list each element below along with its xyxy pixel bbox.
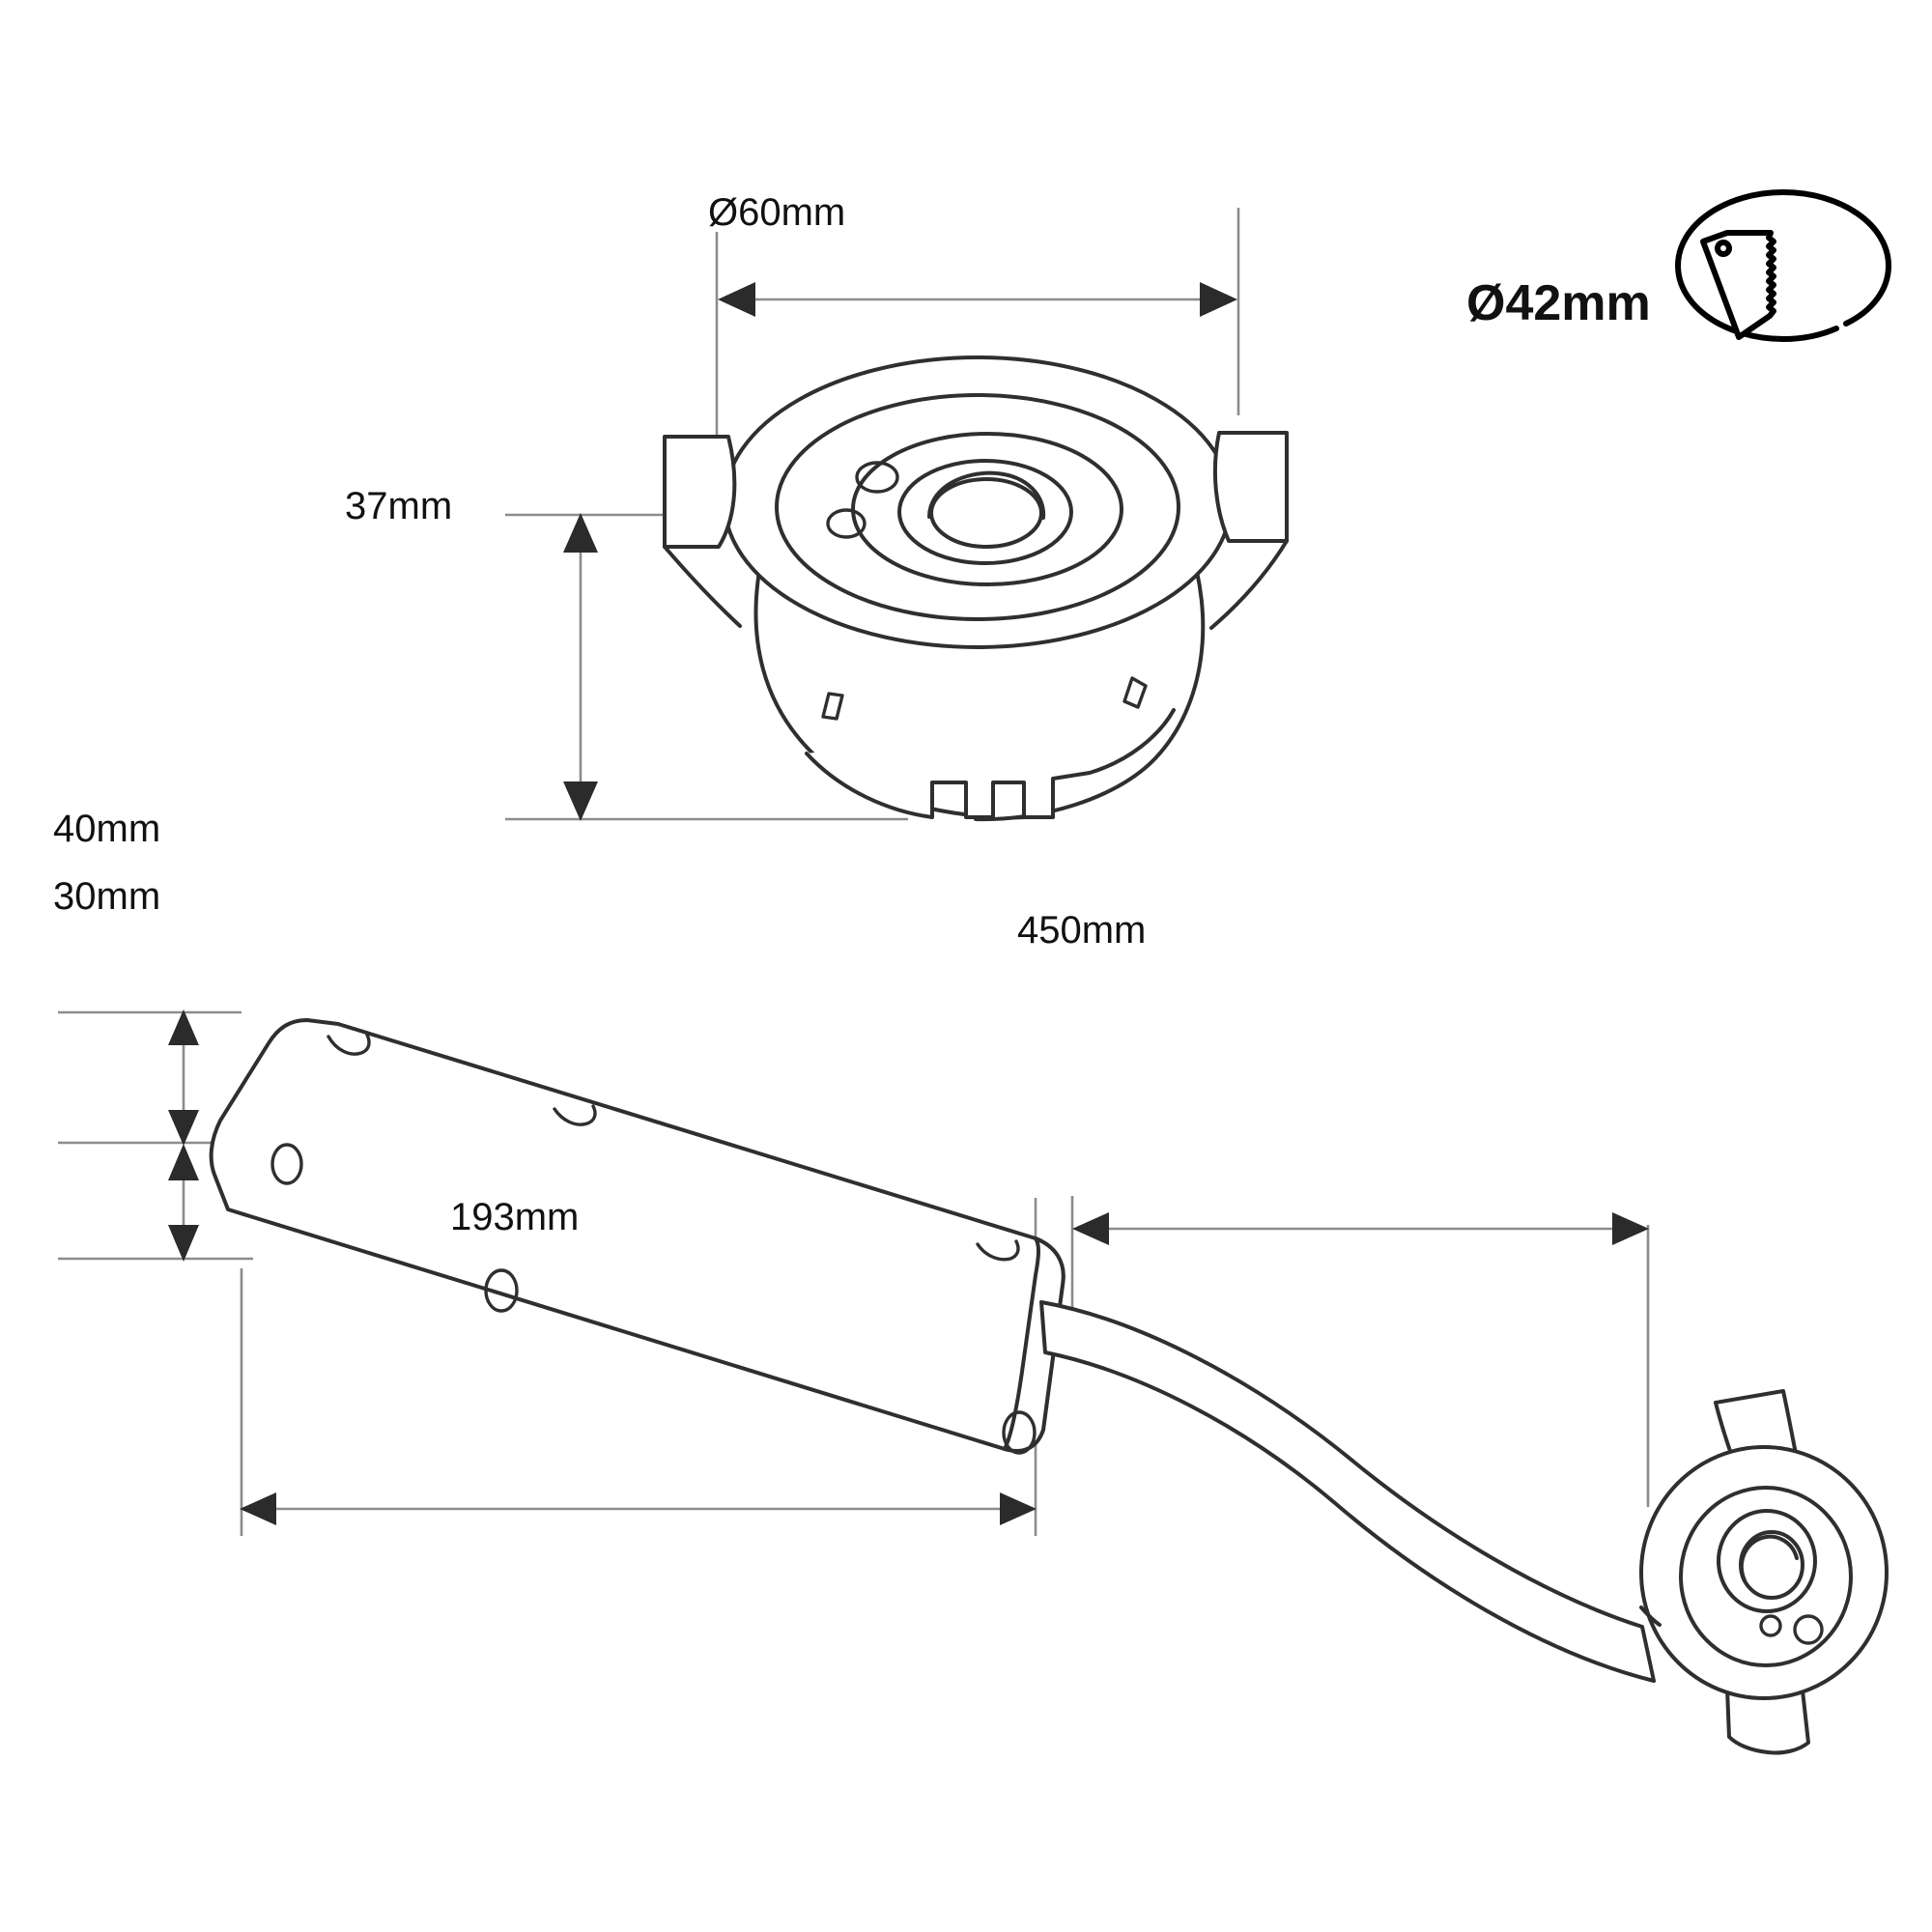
arrow-head-450-right xyxy=(1612,1212,1649,1245)
downlight-cable-entry xyxy=(1639,1605,1662,1627)
indicator-hole-upper xyxy=(855,461,899,494)
arrow-head-right-60 xyxy=(1200,282,1237,317)
spring-clip-right-tail xyxy=(1209,539,1289,630)
housing-connector-nub-right xyxy=(1122,676,1148,709)
driver-seam-bump-2 xyxy=(553,1104,597,1126)
led-aperture-ring xyxy=(929,477,1043,549)
dimension-label-diameter-42: Ø42mm xyxy=(1466,275,1651,331)
driver-hole-middle xyxy=(484,1268,519,1313)
bezel-outer-ring xyxy=(723,355,1233,649)
arrow-head-30-bottom xyxy=(168,1225,199,1262)
arrow-head-40-top xyxy=(168,1009,199,1045)
downlight-bezel-inner xyxy=(1679,1486,1853,1667)
driver-hole-left xyxy=(270,1143,303,1185)
downlight-reflector-outer xyxy=(1717,1509,1817,1613)
reflector-outer-ring xyxy=(851,432,1123,586)
arrow-head-top-37 xyxy=(563,513,598,553)
assembly-view-group xyxy=(58,1009,1889,1755)
arrow-head-193-right xyxy=(1000,1492,1037,1525)
arrow-head-left-60 xyxy=(718,282,755,317)
downlight-led-arc xyxy=(1739,1534,1799,1582)
flexible-cable xyxy=(1039,1300,1656,1683)
cutout-hole-detail-group xyxy=(1675,189,1891,342)
downlight-indicator-hole-small xyxy=(1759,1614,1782,1637)
arrow-head-193-left xyxy=(240,1492,276,1525)
indicator-hole-lower xyxy=(826,508,867,539)
dimension-label-diameter-60: Ø60mm xyxy=(708,191,846,234)
driver-hole-right xyxy=(1002,1410,1037,1455)
downlight-indicator-hole-large xyxy=(1793,1614,1824,1645)
bezel-inner-ring xyxy=(775,393,1180,621)
cutout-ellipse-upper xyxy=(1675,189,1891,327)
arrow-head-40-bottom xyxy=(168,1110,199,1146)
spring-clip-right xyxy=(1212,431,1289,543)
housing-castellated-base xyxy=(805,708,1176,819)
dimension-label-length-193: 193mm xyxy=(450,1196,580,1238)
hole-saw-pivot-hole xyxy=(1715,240,1732,257)
driver-enclosure-body xyxy=(209,1018,1065,1453)
reflector-inner-ring xyxy=(897,459,1073,565)
spring-clip-left-tail xyxy=(663,545,742,628)
dimension-label-height-30: 30mm xyxy=(53,875,161,918)
arrow-head-450-left xyxy=(1072,1212,1109,1245)
hole-saw-icon xyxy=(1700,230,1776,340)
arrow-head-bottom-37 xyxy=(563,781,598,821)
dimension-label-height-37: 37mm xyxy=(345,485,453,527)
downlight-front-view-group xyxy=(505,208,1289,822)
arrow-head-30-top xyxy=(168,1144,199,1180)
driver-seam-bump-1 xyxy=(327,1033,371,1056)
dimension-label-height-40: 40mm xyxy=(53,808,161,850)
dimension-label-length-450: 450mm xyxy=(1017,909,1147,952)
spring-clip-left xyxy=(663,435,737,549)
driver-seam-bump-3 xyxy=(976,1239,1020,1262)
housing-connector-nub xyxy=(821,692,844,721)
driver-end-cap xyxy=(1003,1236,1065,1453)
